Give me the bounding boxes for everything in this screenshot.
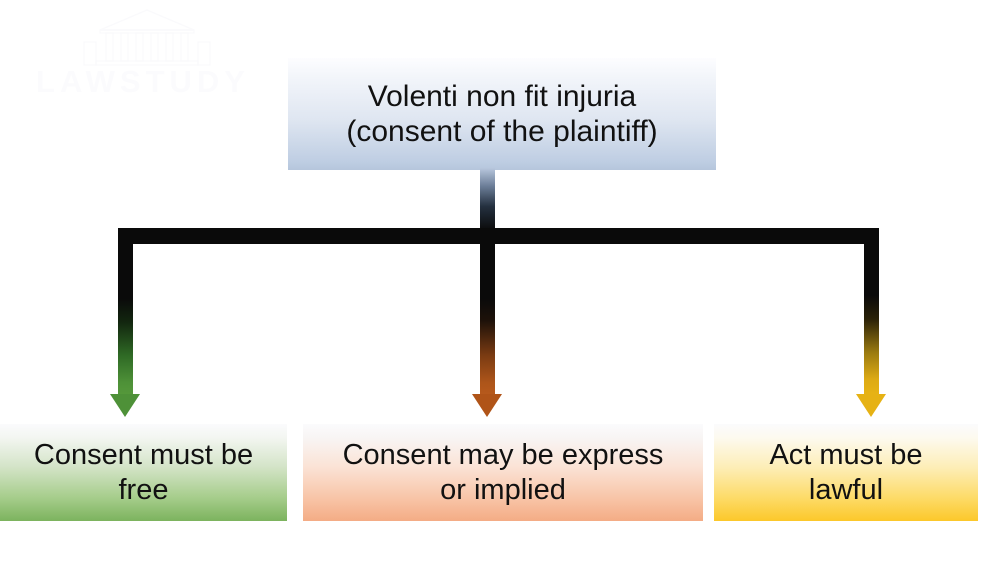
watermark-text: LAWSTUDY [36, 64, 250, 99]
connector-arrow-head-left [110, 394, 140, 417]
connector-horizontal-bar [118, 228, 879, 244]
node-right-label-line2: lawful [808, 473, 884, 506]
node-middle-label-line2: or implied [440, 473, 566, 506]
node-middle-label-line1: Consent may be express [342, 439, 664, 472]
node-left-label-line1: Consent must be [33, 439, 254, 472]
connector-arrow-shaft-middle [480, 228, 495, 396]
connector-arrow-shaft-left [118, 228, 133, 396]
connector-arrow-shaft-right [864, 228, 879, 396]
node-left-label-line2: free [118, 473, 169, 506]
connector-root-stem [480, 168, 495, 230]
node-root-label-line2: (consent of the plaintiff) [346, 115, 658, 148]
node-root-label-line1: Volenti non fit injuria [367, 79, 637, 113]
node-root-label: Volenti non fit injuria(consent of the p… [288, 79, 716, 150]
watermark: LAWSTUDY [36, 8, 300, 108]
node-right-label-line1: Act must be [769, 439, 923, 472]
node-root-volenti-non-fit-injuria: Volenti non fit injuria(consent of the p… [288, 58, 716, 170]
courthouse-building-icon [83, 9, 211, 66]
connector-arrow-head-right [856, 394, 886, 417]
connector-arrow-head-middle [472, 394, 502, 417]
